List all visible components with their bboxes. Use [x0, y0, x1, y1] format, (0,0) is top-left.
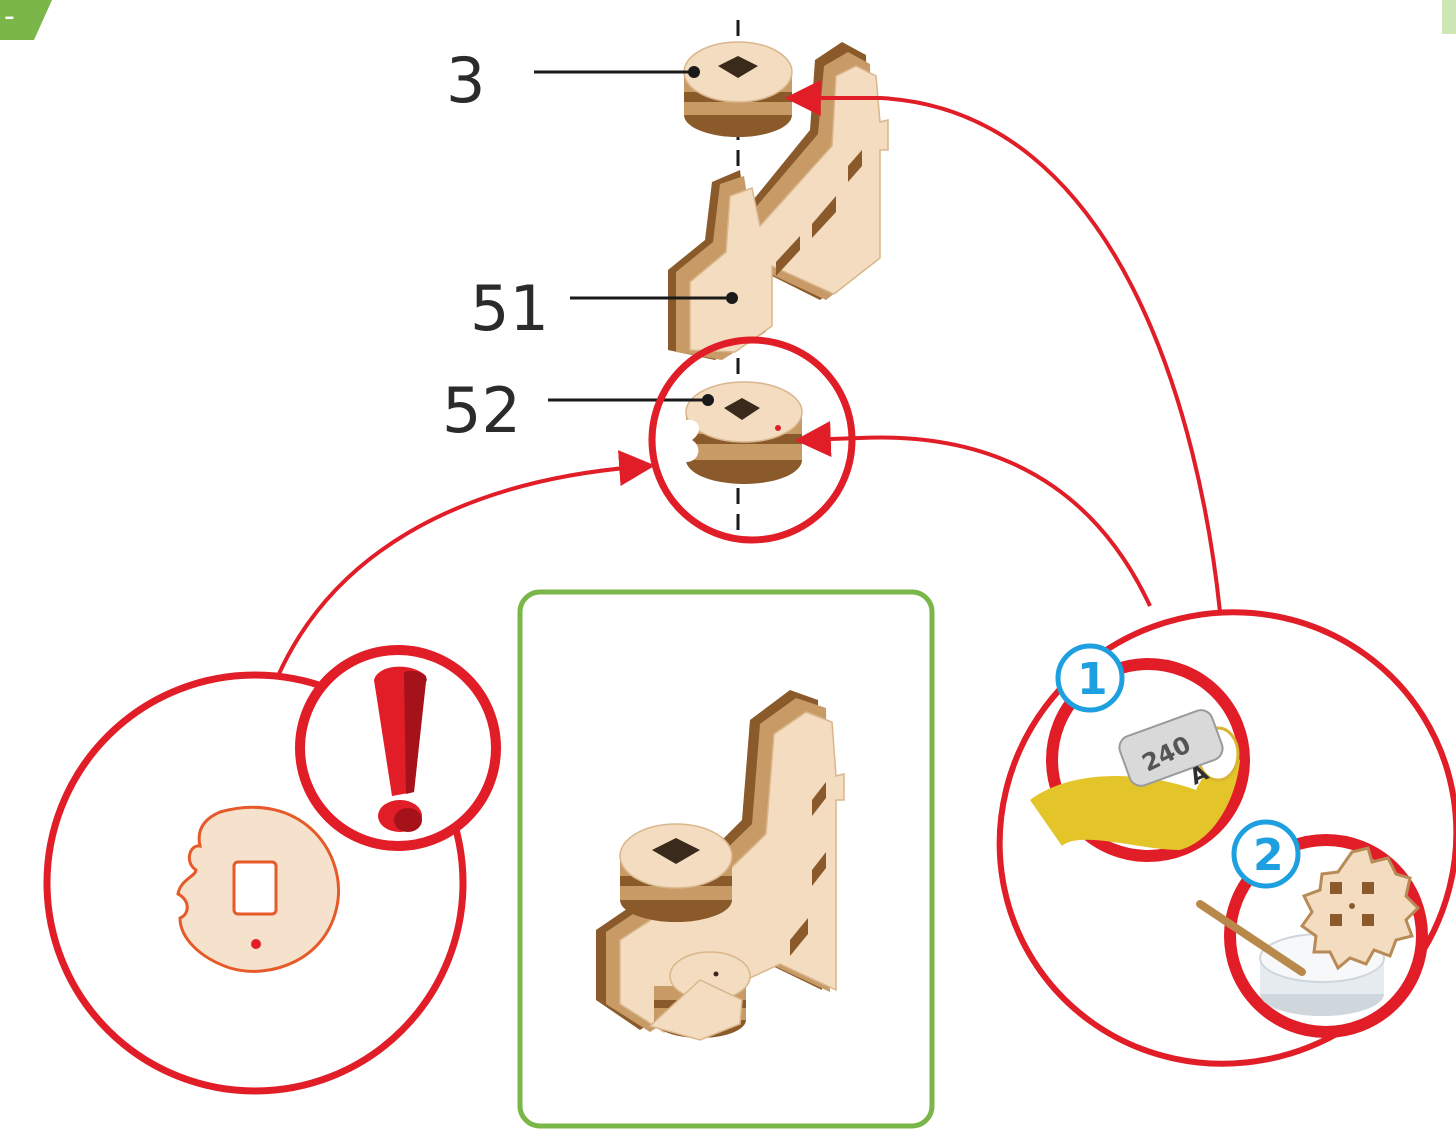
step-tab-text: -: [4, 0, 15, 34]
part-label-52: 52: [442, 374, 521, 447]
gear-icon: [1299, 846, 1421, 971]
part-51-shape: [668, 42, 889, 360]
arrow-to-part-52-right: [794, 421, 1152, 607]
sandpaper-icon: 240 A: [1030, 658, 1250, 862]
arrow-to-part-52-left: [276, 450, 656, 677]
page-corner-mark: [1442, 0, 1456, 34]
step-2-number: 2: [1253, 830, 1284, 881]
step-badge-2: 2: [1231, 819, 1301, 889]
step-badge-1: 1: [1055, 643, 1125, 713]
arrow-to-part-3: [784, 80, 1222, 613]
leader-dot-3: [688, 66, 700, 78]
part-leaders: [534, 70, 732, 402]
assembled-preview: [517, 589, 935, 1129]
part-label-51: 51: [470, 272, 549, 345]
part-52-shape: [685, 381, 803, 484]
leader-dot-51: [726, 292, 738, 304]
part-3-shape: [683, 41, 793, 137]
exclamation-icon: [295, 645, 501, 851]
leader-dot-52: [702, 394, 714, 406]
part-label-3: 3: [446, 44, 485, 117]
step-tab: -: [0, 0, 52, 40]
step-1-number: 1: [1077, 654, 1108, 705]
